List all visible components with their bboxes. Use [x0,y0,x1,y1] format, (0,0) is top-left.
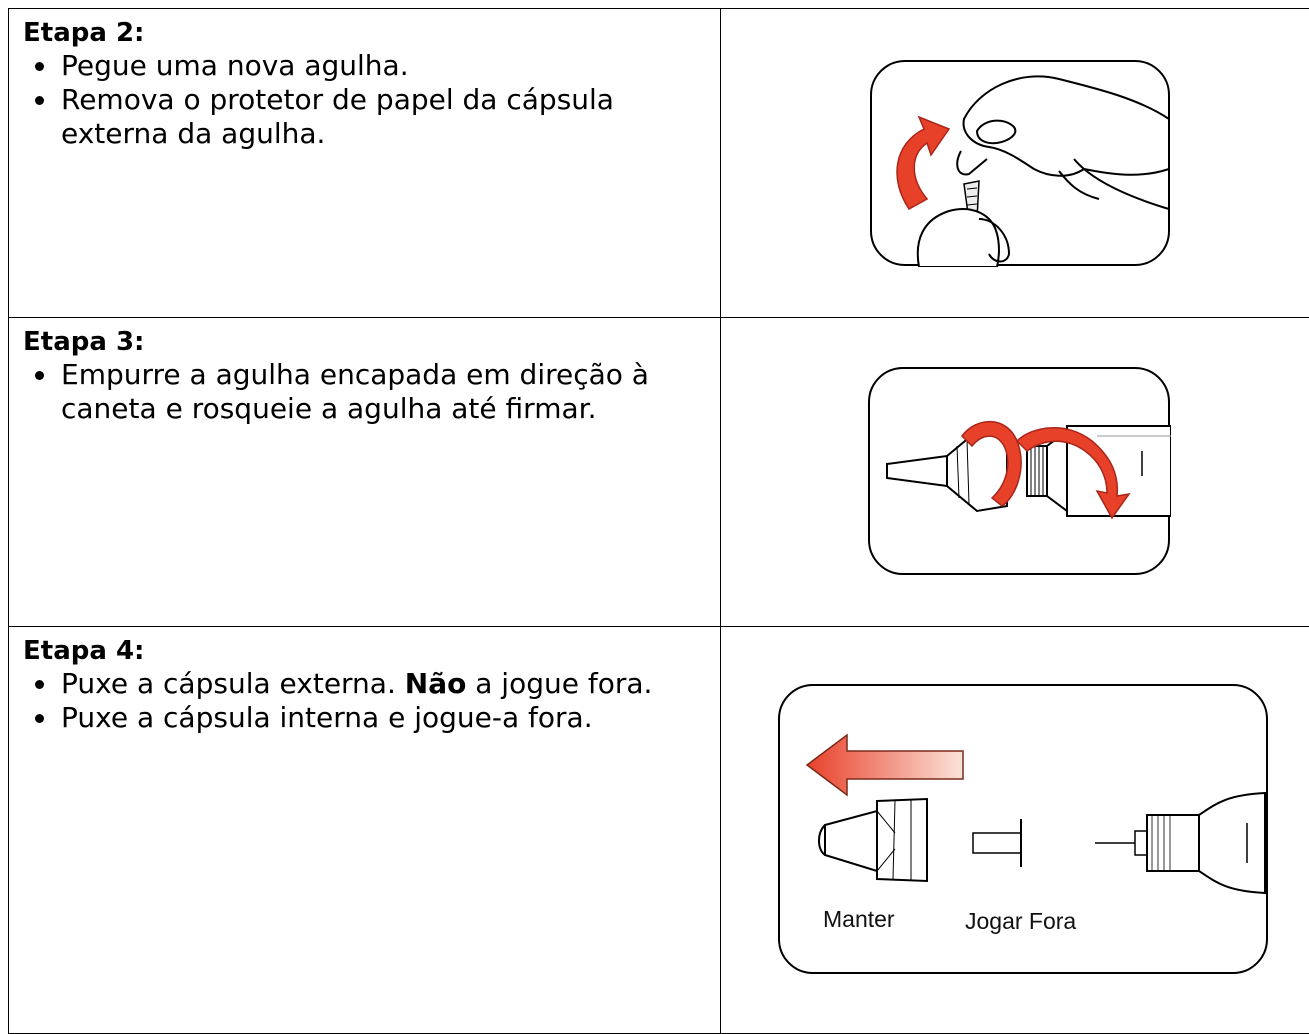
step-4-bullet-1-pre: Puxe a cápsula externa. [61,667,405,700]
step-4-bullet-2: Puxe a cápsula interna e jogue-a fora. [59,701,720,735]
step-2-bullet-2: Remova o protetor de papel da cápsula ex… [59,83,720,151]
step-2-bullet-1: Pegue uma nova agulha. [59,49,720,83]
remove-caps-illustration: Manter Jogar Fora [777,683,1269,975]
step-4-bullet-1-bold: Não [405,667,467,700]
step-4-image-cell: Manter Jogar Fora [721,627,1309,1034]
step-4-list: Puxe a cápsula externa. Não a jogue fora… [9,667,720,735]
step-2-text-cell: Etapa 2: Pegue uma nova agulha. Remova o… [9,9,721,318]
step-row-2: Etapa 2: Pegue uma nova agulha. Remova o… [9,9,1309,318]
step-4-bullet-1: Puxe a cápsula externa. Não a jogue fora… [59,667,720,701]
keep-label: Manter [823,906,895,932]
step-2-list: Pegue uma nova agulha. Remova o protetor… [9,49,720,151]
step-3-bullet-1: Empurre a agulha encapada em direção à c… [59,358,720,426]
step-3-text-cell: Etapa 3: Empurre a agulha encapada em di… [9,318,721,627]
step-4-text-cell: Etapa 4: Puxe a cápsula externa. Não a j… [9,627,721,1034]
step-4-bullet-1-post: a jogue fora. [466,667,652,700]
step-3-image-cell [721,318,1309,627]
screw-needle-illustration [867,366,1171,576]
step-row-4: Etapa 4: Puxe a cápsula externa. Não a j… [9,627,1309,1034]
step-3-title: Etapa 3: [23,326,720,358]
step-3-list: Empurre a agulha encapada em direção à c… [9,358,720,426]
step-2-image-cell [721,9,1309,318]
remove-paper-tab-illustration [869,59,1171,267]
step-2-title: Etapa 2: [23,17,720,49]
instruction-table: Etapa 2: Pegue uma nova agulha. Remova o… [8,8,1309,1034]
discard-label: Jogar Fora [965,908,1076,934]
step-4-title: Etapa 4: [23,635,720,667]
step-row-3: Etapa 3: Empurre a agulha encapada em di… [9,318,1309,627]
